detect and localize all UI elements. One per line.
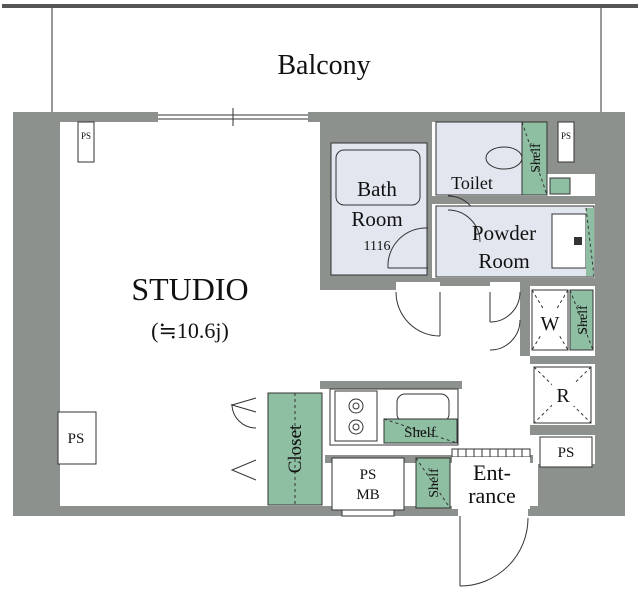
toilet-label: Toilet <box>451 173 493 193</box>
svg-text:PS: PS <box>558 445 575 461</box>
closet-label: Closet <box>285 424 306 473</box>
refrigerator-label: R <box>556 385 570 407</box>
ps-mb: PS MB <box>331 457 405 517</box>
toilet-shelf-label: Shelf <box>529 143 544 173</box>
entrance: Ent- rance <box>451 448 531 587</box>
balcony: Balcony <box>2 4 638 112</box>
ps-left: PS <box>57 411 97 465</box>
entrance-label-2: rance <box>468 483 516 508</box>
ps-top-right: PS <box>557 121 575 163</box>
bath-label-2: Room <box>351 207 402 231</box>
washer-area: W Shelf <box>531 289 594 351</box>
refrigerator-space: R <box>533 366 592 424</box>
studio-window <box>158 108 308 126</box>
powder-room: Powder Room <box>435 205 595 278</box>
bath-doors <box>395 282 521 351</box>
ps-right: PS <box>539 436 593 468</box>
balcony-label: Balcony <box>277 50 370 81</box>
kitchen-shelf-label: Shelf <box>404 425 436 441</box>
bath-size: 1116 <box>364 239 391 254</box>
studio-area: (≒10.6j) <box>151 318 229 343</box>
kitchen: Shelf <box>329 388 459 446</box>
studio-label: STUDIO <box>131 271 248 307</box>
closet: Closet <box>230 392 323 506</box>
washer-shelf-label: Shelf <box>576 305 591 335</box>
entrance-shelf-label: Shelf <box>427 468 442 498</box>
toilet: Toilet Shelf <box>435 121 571 223</box>
bath-label-1: Bath <box>357 177 397 201</box>
svg-text:MB: MB <box>356 487 379 503</box>
svg-text:PS: PS <box>68 431 85 447</box>
powder-label-2: Room <box>478 249 529 273</box>
svg-text:PS: PS <box>360 467 377 483</box>
bath-room: Bath Room 1116 <box>330 142 429 276</box>
svg-text:PS: PS <box>561 131 571 141</box>
washer-label: W <box>541 313 560 335</box>
entrance-shelf: Shelf <box>415 457 451 509</box>
entrance-label-1: Ent- <box>473 460 511 485</box>
powder-label-1: Powder <box>472 221 536 245</box>
ps-top-left: PS <box>77 121 95 163</box>
svg-text:PS: PS <box>81 131 91 141</box>
